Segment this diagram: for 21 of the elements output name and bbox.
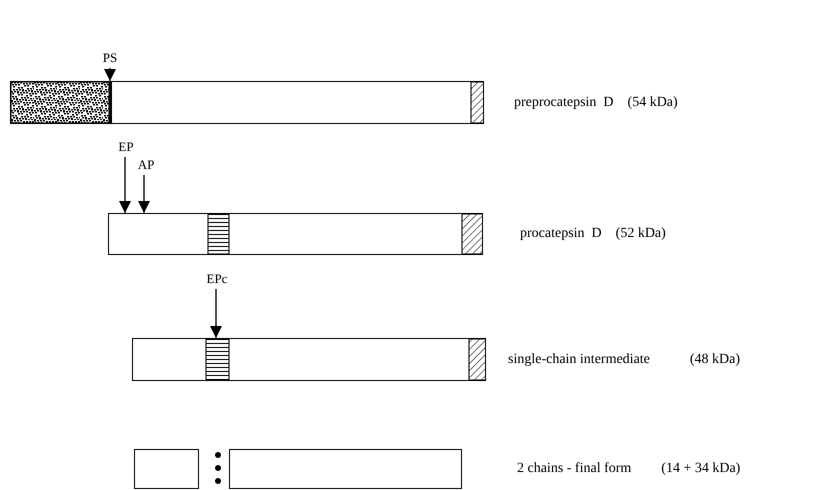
form-name: preprocatepsin D bbox=[514, 94, 614, 112]
molecular-weight: (54 kDa) bbox=[628, 94, 678, 112]
form-name: procatepsin D bbox=[520, 225, 602, 243]
protein-bar bbox=[108, 213, 483, 255]
cleavage-site-label: PS bbox=[102, 50, 118, 66]
arrow bbox=[119, 157, 131, 213]
cleavage-site-label: EP bbox=[118, 139, 134, 155]
protein-bar bbox=[229, 449, 462, 489]
protein-bar bbox=[132, 338, 486, 381]
arrow bbox=[104, 68, 116, 81]
molecular-weight: (14 + 34 kDa) bbox=[661, 460, 740, 478]
cleavage-site-label: AP bbox=[138, 157, 154, 173]
molecular-weight: (52 kDa) bbox=[616, 225, 666, 243]
arrow bbox=[210, 289, 222, 338]
form-name: single-chain intermediate bbox=[508, 351, 650, 369]
form-name: 2 chains - final form bbox=[517, 460, 632, 478]
molecular-weight: (48 kDa) bbox=[690, 351, 740, 369]
protein-bar bbox=[10, 81, 484, 124]
protein-bar bbox=[134, 449, 199, 489]
cleavage-site-label: EPc bbox=[206, 271, 228, 287]
arrow bbox=[138, 175, 150, 213]
